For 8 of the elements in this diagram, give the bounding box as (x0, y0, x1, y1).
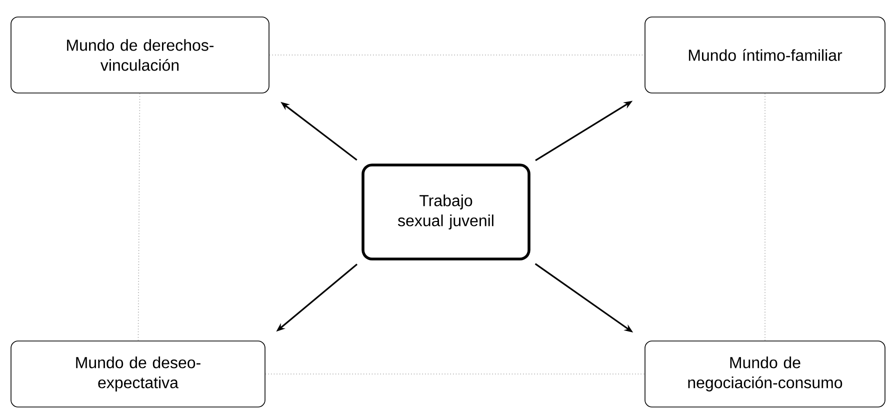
connector-line (138, 93, 140, 341)
connector-line (269, 54, 645, 56)
connector-line (764, 93, 766, 341)
world-box: Mundo de deseo-expectativa (10, 340, 266, 408)
center-box: Trabajo sexual juvenil (362, 164, 530, 260)
world-box: Mundo íntimo-familiar (644, 16, 886, 94)
world-box: Mundo de derechos-vinculación (10, 16, 270, 94)
world-box: Mundo de negociación-consumo (644, 340, 886, 408)
